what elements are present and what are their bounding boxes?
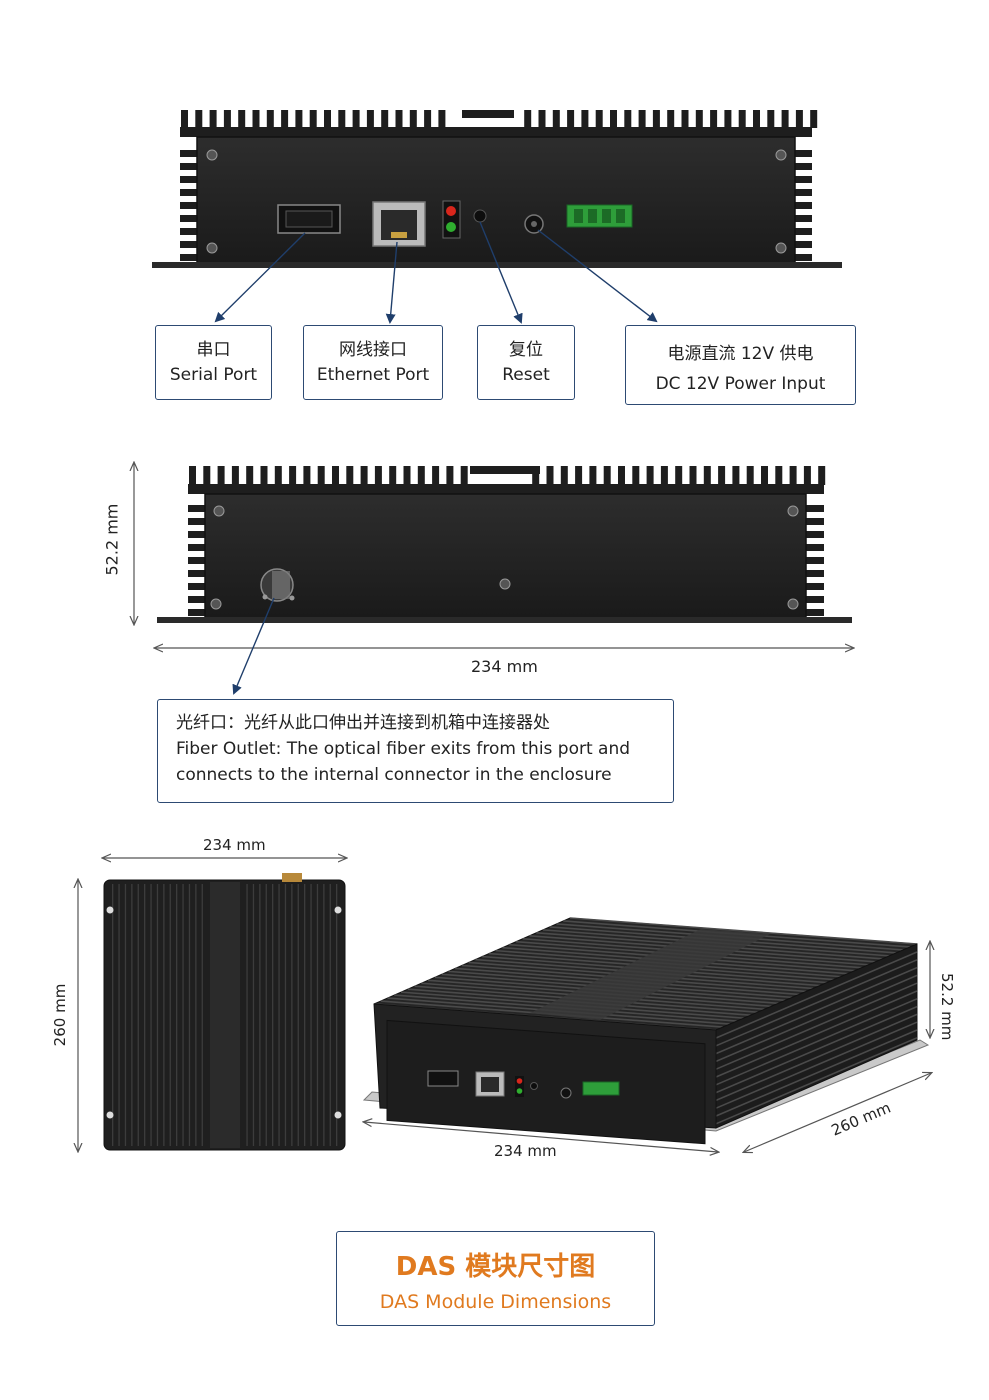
screw-icon xyxy=(213,505,225,517)
serial-port-icon xyxy=(277,204,341,234)
top-view-grooves xyxy=(112,884,338,1146)
screw-icon xyxy=(775,149,787,161)
fiber-callout-arrow xyxy=(232,597,275,695)
screw-icon xyxy=(210,598,222,610)
page-title-en: DAS Module Dimensions xyxy=(379,1291,612,1313)
reset-button-icon xyxy=(473,209,487,223)
top-view-enclosure xyxy=(103,873,346,1151)
iso-height-label: 52.2 mm xyxy=(938,973,956,1041)
iso-width-label: 234 mm xyxy=(494,1142,557,1160)
mount-slot-icon xyxy=(334,906,342,914)
front-left-fins xyxy=(180,150,198,261)
power-input-callout: 电源直流 12V 供电 DC 12V Power Input xyxy=(625,325,856,405)
mount-slot-icon xyxy=(106,906,114,914)
dc-jack-icon xyxy=(560,1087,572,1099)
ethernet-port-label-en: Ethernet Port xyxy=(316,365,430,385)
screw-icon xyxy=(775,242,787,254)
ethernet-port-icon xyxy=(372,201,426,247)
front-callout-arrows xyxy=(214,221,658,324)
title-box: DAS 模块尺寸图 DAS Module Dimensions xyxy=(336,1231,655,1326)
top-width-label: 234 mm xyxy=(203,836,266,854)
screw-icon xyxy=(499,578,511,590)
reset-label-cn: 复位 xyxy=(509,340,543,360)
power-terminal-icon xyxy=(582,1081,620,1096)
reset-label-en: Reset xyxy=(502,365,550,385)
fiber-outlet-label-cn: 光纤口：光纤从此口伸出并连接到机箱中连接器处 xyxy=(176,713,550,733)
fiber-outlet-callout: 光纤口：光纤从此口伸出并连接到机箱中连接器处 Fiber Outlet: The… xyxy=(157,699,674,803)
front-right-fins xyxy=(794,150,812,261)
status-led-icon xyxy=(515,1076,524,1097)
top-depth-label: 260 mm xyxy=(51,983,69,1047)
rear-width-label: 234 mm xyxy=(471,657,538,676)
power-terminal-icon xyxy=(566,204,633,228)
page-title-cn: DAS 模块尺寸图 xyxy=(395,1252,596,1282)
power-input-label-en: DC 12V Power Input xyxy=(655,374,826,394)
power-input-label-cn: 电源直流 12V 供电 xyxy=(667,344,814,364)
screw-icon xyxy=(787,505,799,517)
mount-slot-icon xyxy=(334,1111,342,1119)
screw-icon xyxy=(206,149,218,161)
screw-icon xyxy=(787,598,799,610)
connector-icon xyxy=(282,873,302,882)
reset-callout: 复位 Reset xyxy=(477,325,575,400)
rear-view-enclosure xyxy=(157,466,852,623)
serial-port-callout: 串口 Serial Port xyxy=(155,325,272,400)
mount-slot-icon xyxy=(106,1111,114,1119)
iso-width-dimension-line xyxy=(364,1122,718,1152)
rear-heatsink-fins xyxy=(189,466,826,485)
fiber-outlet-label-en-line2: connects to the internal connector in th… xyxy=(176,765,612,785)
front-heatsink-fins xyxy=(181,110,818,128)
fiber-outlet-label-en-line1: Fiber Outlet: The optical fiber exits fr… xyxy=(176,739,631,759)
rear-height-label: 52.2 mm xyxy=(102,503,122,576)
dc-jack-icon xyxy=(524,214,544,234)
screw-icon xyxy=(206,242,218,254)
iso-depth-dimension-line xyxy=(744,1073,931,1152)
front-view-enclosure xyxy=(152,110,842,268)
ethernet-port-callout: 网线接口 Ethernet Port xyxy=(303,325,443,400)
reset-button-icon xyxy=(530,1082,538,1090)
fiber-outlet-icon xyxy=(260,568,295,602)
status-led-icon xyxy=(442,200,461,239)
rear-left-fins xyxy=(188,505,206,616)
ethernet-port-label-cn: 网线接口 xyxy=(339,340,407,360)
serial-port-label-cn: 串口 xyxy=(196,340,231,360)
ethernet-port-icon xyxy=(475,1071,505,1097)
rear-right-fins xyxy=(806,505,824,616)
serial-port-icon xyxy=(427,1070,459,1087)
serial-port-label-en: Serial Port xyxy=(169,365,258,385)
